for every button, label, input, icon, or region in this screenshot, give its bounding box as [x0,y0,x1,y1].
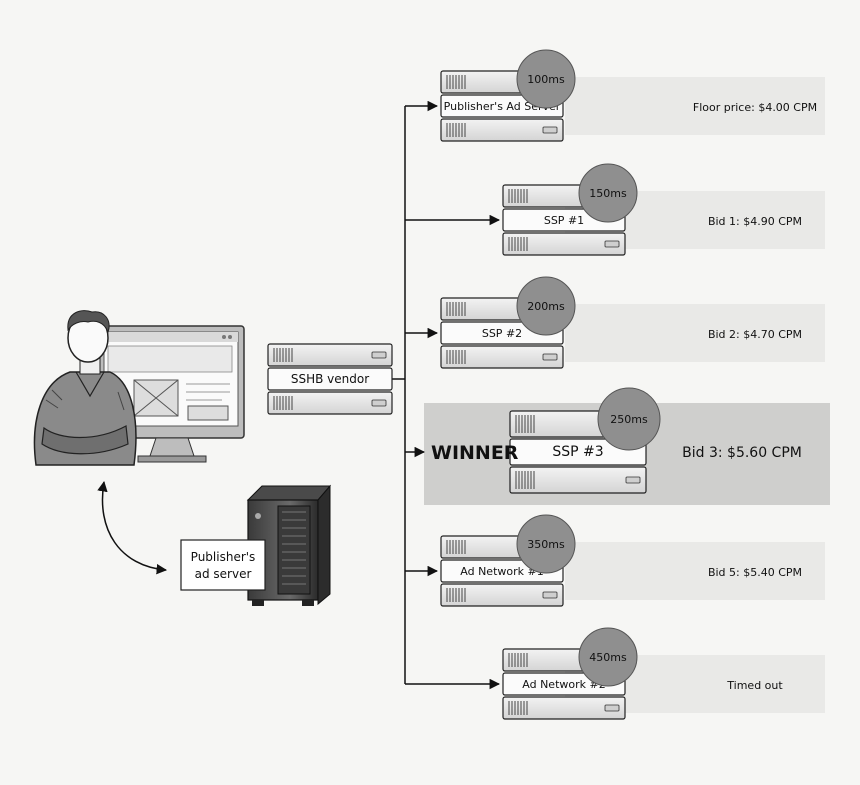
server-unit-bottom [267,391,393,415]
server-label: Ad Network #1 [460,565,543,578]
server-unit-top [267,343,393,367]
ad-server-label-card: Publisher's ad server [180,539,266,591]
person-icon [33,310,137,466]
result-label: Floor price: $4.00 CPM [693,101,817,114]
latency-bubble [578,627,638,687]
latency-label: 450ms [589,651,627,664]
server-label: SSP #3 [552,444,603,460]
ad-server-label-line2: ad server [195,567,252,581]
monitor-icon [97,325,245,463]
publisher-illustration [33,310,245,466]
latency-label: 350ms [527,538,565,551]
server-label: SSP #2 [482,327,522,340]
server-label: Ad Network #2 [522,678,605,691]
latency-bubble [516,514,576,574]
latency-label: 200ms [527,300,565,313]
server-unit-bottom [502,232,626,256]
connector-lines [392,100,501,690]
latency-label: 150ms [589,187,627,200]
result-label: Bid 2: $4.70 CPM [708,328,802,341]
server-label: SSP #1 [544,214,584,227]
server-tower-icon [246,484,332,606]
latency-label: 100ms [527,73,565,86]
server-unit-bottom [509,466,647,494]
result-band [565,77,825,135]
server-unit-label-panel [267,367,393,391]
curved-arrow [97,480,168,575]
result-label: Bid 3: $5.60 CPM [682,445,802,461]
server-unit-bottom [440,345,564,369]
result-label: Timed out [726,679,783,692]
latency-label: 250ms [610,413,648,426]
latency-bubble [578,163,638,223]
result-label: Bid 1: $4.90 CPM [708,215,802,228]
result-label: Bid 5: $5.40 CPM [708,566,802,579]
sshb-vendor-server: SSHB vendor [267,343,393,415]
server-unit-bottom [440,583,564,607]
winner-label: WINNER [431,442,519,464]
result-band [565,542,825,600]
result-band [565,304,825,362]
server-label: SSHB vendor [291,372,369,386]
latency-bubble [516,276,576,336]
server-unit-bottom [440,118,564,142]
latency-bubble [516,49,576,109]
latency-bubble [597,387,661,451]
server-unit-bottom [502,696,626,720]
ad-server-label-line1: Publisher's [191,550,256,564]
